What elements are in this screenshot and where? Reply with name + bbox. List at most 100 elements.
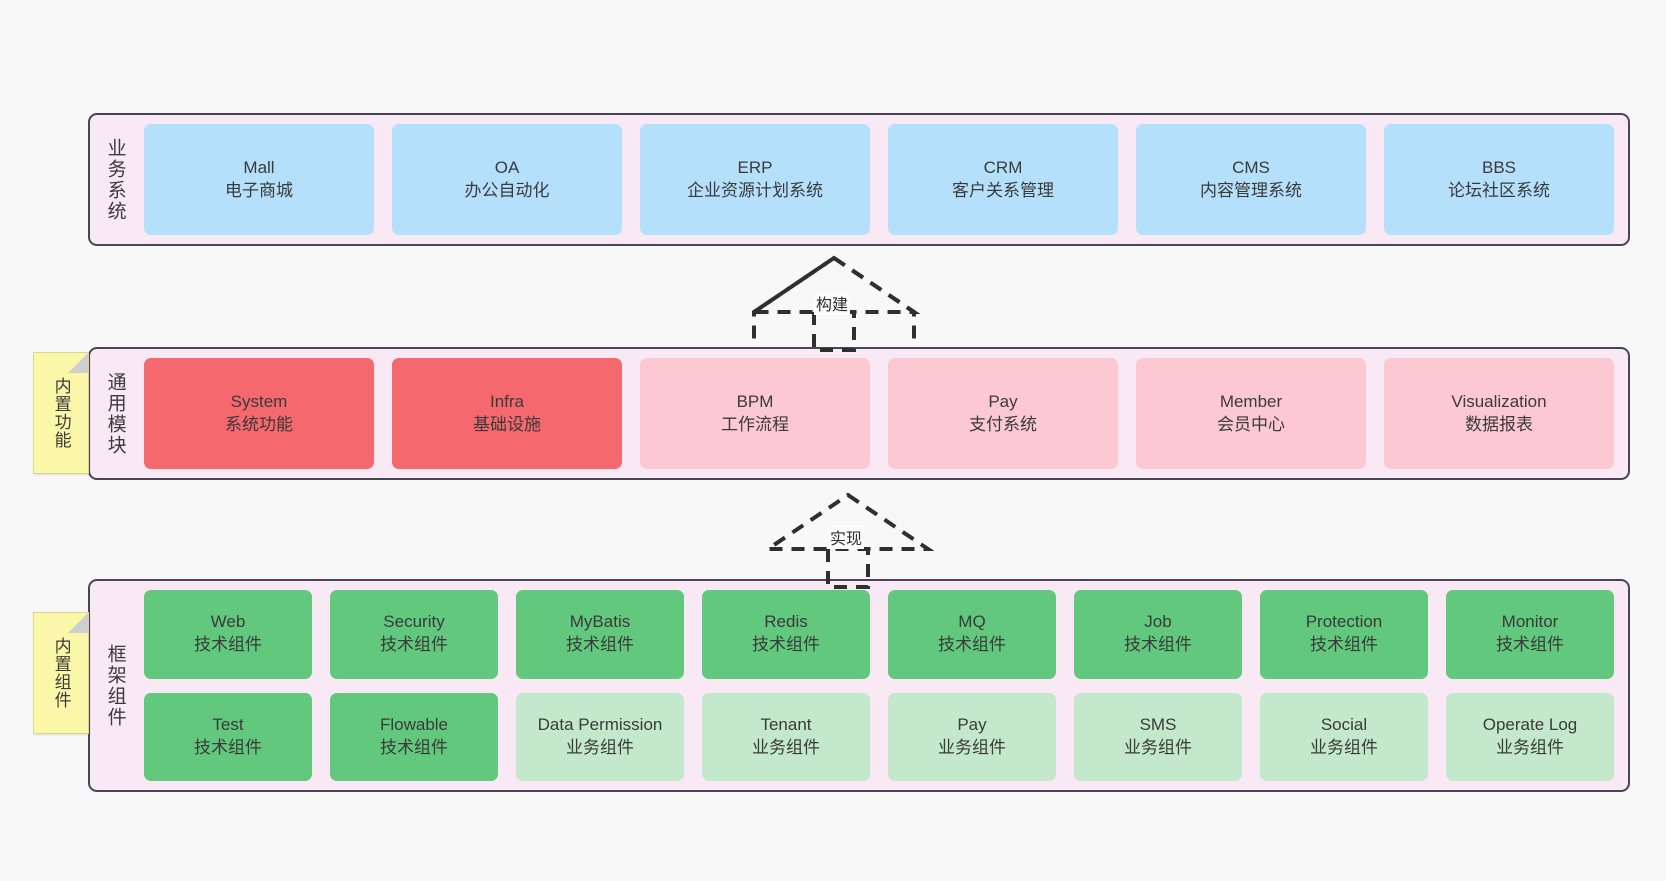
node-label-cn: 业务组件 [938, 737, 1006, 757]
node-data-permission[interactable]: Data Permission 业务组件 [516, 692, 684, 781]
layer-title-framework-components: 框架组件 [104, 643, 126, 728]
node-label-cn: 技术组件 [566, 635, 634, 655]
node-label-cn: 数据报表 [1465, 414, 1533, 434]
node-social[interactable]: Social 业务组件 [1260, 692, 1428, 781]
node-label-en: BPM [736, 391, 774, 411]
node-label-cn: 电子商城 [225, 180, 293, 200]
sticky-note-builtin-components[interactable]: 内置组件 [33, 612, 89, 734]
node-system[interactable]: System 系统功能 [144, 358, 374, 469]
node-tenant[interactable]: Tenant 业务组件 [702, 692, 870, 781]
node-label-cn: 技术组件 [380, 737, 448, 757]
node-label-cn: 论坛社区系统 [1448, 180, 1550, 200]
layer-row: System 系统功能 Infra 基础设施 BPM 工作流程 Pay 支付系统… [144, 358, 1614, 469]
node-label-cn: 技术组件 [752, 635, 820, 655]
node-web[interactable]: Web 技术组件 [144, 590, 312, 679]
sticky-note-builtin-features[interactable]: 内置功能 [33, 352, 89, 474]
node-label-cn: 基础设施 [473, 414, 541, 434]
node-label-en: MyBatis [569, 612, 631, 632]
node-label-en: System [230, 391, 288, 411]
connector-build-label: 构建 [814, 291, 851, 315]
layer-body-common-modules: System 系统功能 Infra 基础设施 BPM 工作流程 Pay 支付系统… [130, 358, 1618, 469]
node-label-cn: 技术组件 [1310, 635, 1378, 655]
node-job[interactable]: Job 技术组件 [1074, 590, 1242, 679]
node-label-en: Test [212, 714, 244, 734]
node-label-en: Protection [1305, 612, 1383, 632]
node-label-en: Member [1219, 391, 1283, 411]
node-label-en: Job [1144, 612, 1172, 632]
node-label-en: CMS [1232, 157, 1270, 177]
node-mall[interactable]: Mall 电子商城 [144, 124, 374, 235]
node-label-en: Monitor [1501, 612, 1559, 632]
node-label-en: Visualization [1451, 391, 1547, 411]
node-label-en: Redis [764, 612, 808, 632]
layer-body-framework-components: Web 技术组件 Security 技术组件 MyBatis 技术组件 Redi… [130, 590, 1618, 781]
layer-business-systems[interactable]: 业务系统 Mall 电子商城 OA 办公自动化 ERP 企业资源计划系统 CRM… [88, 113, 1630, 246]
node-label-cn: 技术组件 [194, 737, 262, 757]
node-label-en: Web [210, 612, 246, 632]
layer-row: Mall 电子商城 OA 办公自动化 ERP 企业资源计划系统 CRM 客户关系… [144, 124, 1614, 235]
connector-implement-label: 实现 [828, 525, 865, 549]
node-infra[interactable]: Infra 基础设施 [392, 358, 622, 469]
node-operate-log[interactable]: Operate Log 业务组件 [1446, 692, 1614, 781]
node-crm[interactable]: CRM 客户关系管理 [888, 124, 1118, 235]
node-bbs[interactable]: BBS 论坛社区系统 [1384, 124, 1614, 235]
node-label-en: SMS [1139, 714, 1177, 734]
node-label-cn: 办公自动化 [464, 180, 550, 200]
node-label-en: CRM [983, 157, 1023, 177]
layer-title-business-systems: 业务系统 [104, 137, 126, 222]
node-pay[interactable]: Pay 支付系统 [888, 358, 1118, 469]
layer-common-modules[interactable]: 通用模块 System 系统功能 Infra 基础设施 BPM 工作流程 Pay… [88, 347, 1630, 480]
node-flowable[interactable]: Flowable 技术组件 [330, 692, 498, 781]
node-label-en: Security [383, 612, 445, 632]
node-label-cn: 业务组件 [752, 737, 820, 757]
node-redis[interactable]: Redis 技术组件 [702, 590, 870, 679]
node-cms[interactable]: CMS 内容管理系统 [1136, 124, 1366, 235]
node-monitor[interactable]: Monitor 技术组件 [1446, 590, 1614, 679]
node-label-en: Mall [243, 157, 275, 177]
node-member[interactable]: Member 会员中心 [1136, 358, 1366, 469]
node-label-cn: 支付系统 [969, 414, 1037, 434]
node-label-cn: 技术组件 [194, 635, 262, 655]
node-label-cn: 系统功能 [225, 414, 293, 434]
node-label-en: Pay [988, 391, 1018, 411]
node-label-en: Flowable [379, 714, 449, 734]
node-bpm[interactable]: BPM 工作流程 [640, 358, 870, 469]
node-oa[interactable]: OA 办公自动化 [392, 124, 622, 235]
layer-title-common-modules: 通用模块 [104, 371, 126, 456]
node-erp[interactable]: ERP 企业资源计划系统 [640, 124, 870, 235]
node-label-en: Infra [489, 391, 525, 411]
node-label-en: Pay [957, 714, 987, 734]
node-label-en: ERP [737, 157, 773, 177]
node-label-en: Social [1320, 714, 1368, 734]
node-label-cn: 业务组件 [1124, 737, 1192, 757]
node-pay-business[interactable]: Pay 业务组件 [888, 692, 1056, 781]
node-test[interactable]: Test 技术组件 [144, 692, 312, 781]
layer-row: Test 技术组件 Flowable 技术组件 Data Permission … [144, 692, 1614, 781]
sticky-note-label: 内置组件 [51, 637, 71, 709]
node-label-cn: 技术组件 [938, 635, 1006, 655]
node-label-en: Operate Log [1482, 714, 1578, 734]
node-protection[interactable]: Protection 技术组件 [1260, 590, 1428, 679]
node-label-cn: 业务组件 [566, 737, 634, 757]
sticky-note-label: 内置功能 [51, 377, 71, 449]
node-security[interactable]: Security 技术组件 [330, 590, 498, 679]
node-label-cn: 业务组件 [1496, 737, 1564, 757]
layer-framework-components[interactable]: 框架组件 Web 技术组件 Security 技术组件 MyBatis 技术组件… [88, 579, 1630, 792]
node-label-cn: 业务组件 [1310, 737, 1378, 757]
connector-implement-arrow [762, 492, 934, 589]
node-label-cn: 企业资源计划系统 [687, 180, 823, 200]
node-visualization[interactable]: Visualization 数据报表 [1384, 358, 1614, 469]
node-label-en: OA [494, 157, 520, 177]
node-mybatis[interactable]: MyBatis 技术组件 [516, 590, 684, 679]
node-label-en: Data Permission [537, 714, 663, 734]
node-label-cn: 内容管理系统 [1200, 180, 1302, 200]
node-mq[interactable]: MQ 技术组件 [888, 590, 1056, 679]
node-sms[interactable]: SMS 业务组件 [1074, 692, 1242, 781]
node-label-en: MQ [958, 612, 986, 632]
layer-body-business-systems: Mall 电子商城 OA 办公自动化 ERP 企业资源计划系统 CRM 客户关系… [130, 124, 1618, 235]
node-label-cn: 技术组件 [1496, 635, 1564, 655]
node-label-en: Tenant [760, 714, 812, 734]
node-label-cn: 技术组件 [380, 635, 448, 655]
node-label-cn: 客户关系管理 [952, 180, 1054, 200]
